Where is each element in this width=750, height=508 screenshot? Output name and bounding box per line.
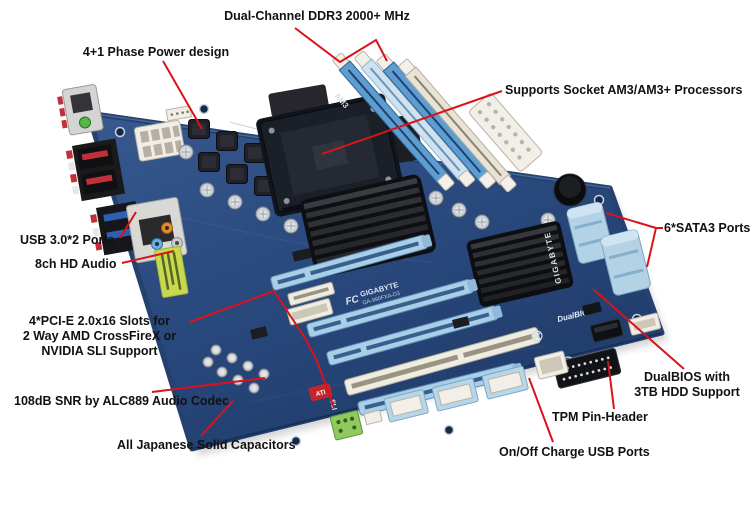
line-dual-channel xyxy=(294,27,388,64)
onoff-charge-usb-header xyxy=(533,350,569,380)
callout-label-pcie: 4*PCI-E 2.0x16 Slots for 2 Way AMD Cross… xyxy=(2,314,197,358)
line-tpm xyxy=(607,360,615,410)
callout-label-solid-caps: All Japanese Solid Capacitors xyxy=(117,438,296,452)
line-am3-socket xyxy=(321,90,503,155)
callout-label-sata3: 6*SATA3 Ports xyxy=(664,221,750,235)
cpu-fan-header xyxy=(165,105,193,122)
tpm-pin-header xyxy=(552,348,622,389)
callout-label-dualbios-line2: 3TB HDD Support xyxy=(634,384,740,399)
callout-label-pcie-line3: NVIDIA SLI Support xyxy=(41,343,158,358)
rear-io-panel xyxy=(57,84,189,298)
callout-label-onoff-usb: On/Off Charge USB Ports xyxy=(499,445,650,459)
callout-label-tpm: TPM Pin-Header xyxy=(552,410,648,424)
southbridge-heatsink: GIGABYTE xyxy=(466,221,574,307)
usb2-ports xyxy=(65,138,126,202)
line-alc889 xyxy=(151,377,266,393)
usb-header-2 xyxy=(431,377,479,412)
line-solid-caps xyxy=(200,400,234,437)
bottom-headers xyxy=(329,312,662,441)
line-sata3-bracket xyxy=(605,212,658,268)
pcie-x16-slot-1 xyxy=(270,234,433,291)
callout-label-hd-audio: 8ch HD Audio xyxy=(35,257,117,271)
callout-label-dualbios: DualBIOS with 3TB HDD Support xyxy=(623,370,750,400)
atx-24pin-connector xyxy=(469,93,542,172)
callout-label-dualbios-line1: DualBIOS with xyxy=(643,370,731,384)
line-dualbios xyxy=(592,288,685,370)
front-audio-header xyxy=(329,410,364,441)
line-hd-audio xyxy=(121,250,175,264)
front-panel-header xyxy=(627,312,662,336)
com-header xyxy=(286,298,334,326)
line-phase-power xyxy=(162,60,203,130)
pcie-x1-slot xyxy=(287,281,335,306)
line-onoff-usb xyxy=(528,377,554,443)
usb-header-1 xyxy=(383,389,429,423)
ps2-optical-port xyxy=(57,84,104,136)
line-pcie-trunk xyxy=(273,290,335,409)
battery xyxy=(553,173,587,207)
small-ics xyxy=(249,247,470,340)
callout-label-usb3: USB 3.0*2 Ports xyxy=(20,233,115,247)
ddr3-slots xyxy=(332,50,517,193)
callout-label-am3-socket: Supports Socket AM3/AM3+ Processors xyxy=(505,83,743,97)
ati-text: ATI xyxy=(315,389,327,398)
io-sticker xyxy=(154,245,189,298)
callout-label-phase-power: 4+1 Phase Power design xyxy=(82,45,230,59)
callout-label-dual-channel: Dual-Channel DDR3 2000+ MHz xyxy=(224,9,410,23)
callout-label-pcie-line1: 4*PCI-E 2.0x16 Slots for xyxy=(28,314,171,328)
line-usb3 xyxy=(119,211,137,239)
callout-label-alc889: 108dB SNR by ALC889 Audio Codec xyxy=(14,394,230,408)
pcie-x16-slot-2 xyxy=(306,278,478,338)
fcc-mark: FC xyxy=(344,294,360,308)
usb-header-3 xyxy=(481,365,529,400)
callout-label-pcie-line2: 2 Way AMD CrossFireX or xyxy=(22,328,177,343)
atx12v-8pin-connector xyxy=(133,119,186,162)
sata3-ports xyxy=(566,201,651,296)
line-pcie-1 xyxy=(189,290,275,323)
